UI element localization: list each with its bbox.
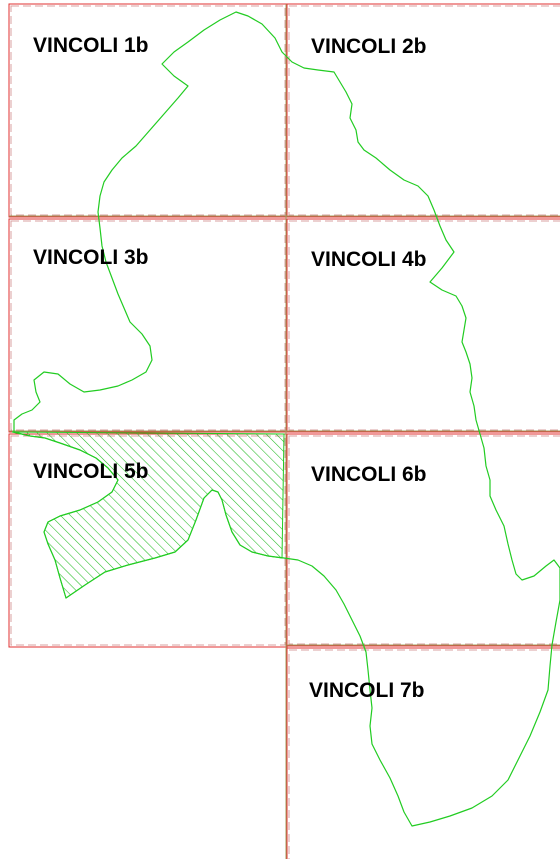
sheet-frame-7b[interactable]: [286, 647, 560, 859]
sheet-frame-2b[interactable]: [286, 3, 560, 218]
sheet-label-2b: VINCOLI 2b: [311, 35, 427, 58]
sheet-grid: [8, 3, 560, 859]
sheet-label-1b: VINCOLI 1b: [33, 34, 149, 57]
sheet-label-5b: VINCOLI 5b: [33, 460, 149, 483]
sheet-frame-4b[interactable]: [286, 218, 560, 433]
sheet-label-7b: VINCOLI 7b: [309, 679, 425, 702]
sheet-label-6b: VINCOLI 6b: [311, 463, 427, 486]
sheet-label-4b: VINCOLI 4b: [311, 248, 427, 271]
hatched-constraint-area[interactable]: [11, 431, 285, 599]
municipal-boundary: [13, 11, 560, 827]
sheet-frame-6b[interactable]: [286, 433, 560, 647]
sheet-labels: VINCOLI 1b VINCOLI 2b VINCOLI 3b VINCOLI…: [33, 34, 427, 702]
sheet-label-3b: VINCOLI 3b: [33, 246, 149, 269]
